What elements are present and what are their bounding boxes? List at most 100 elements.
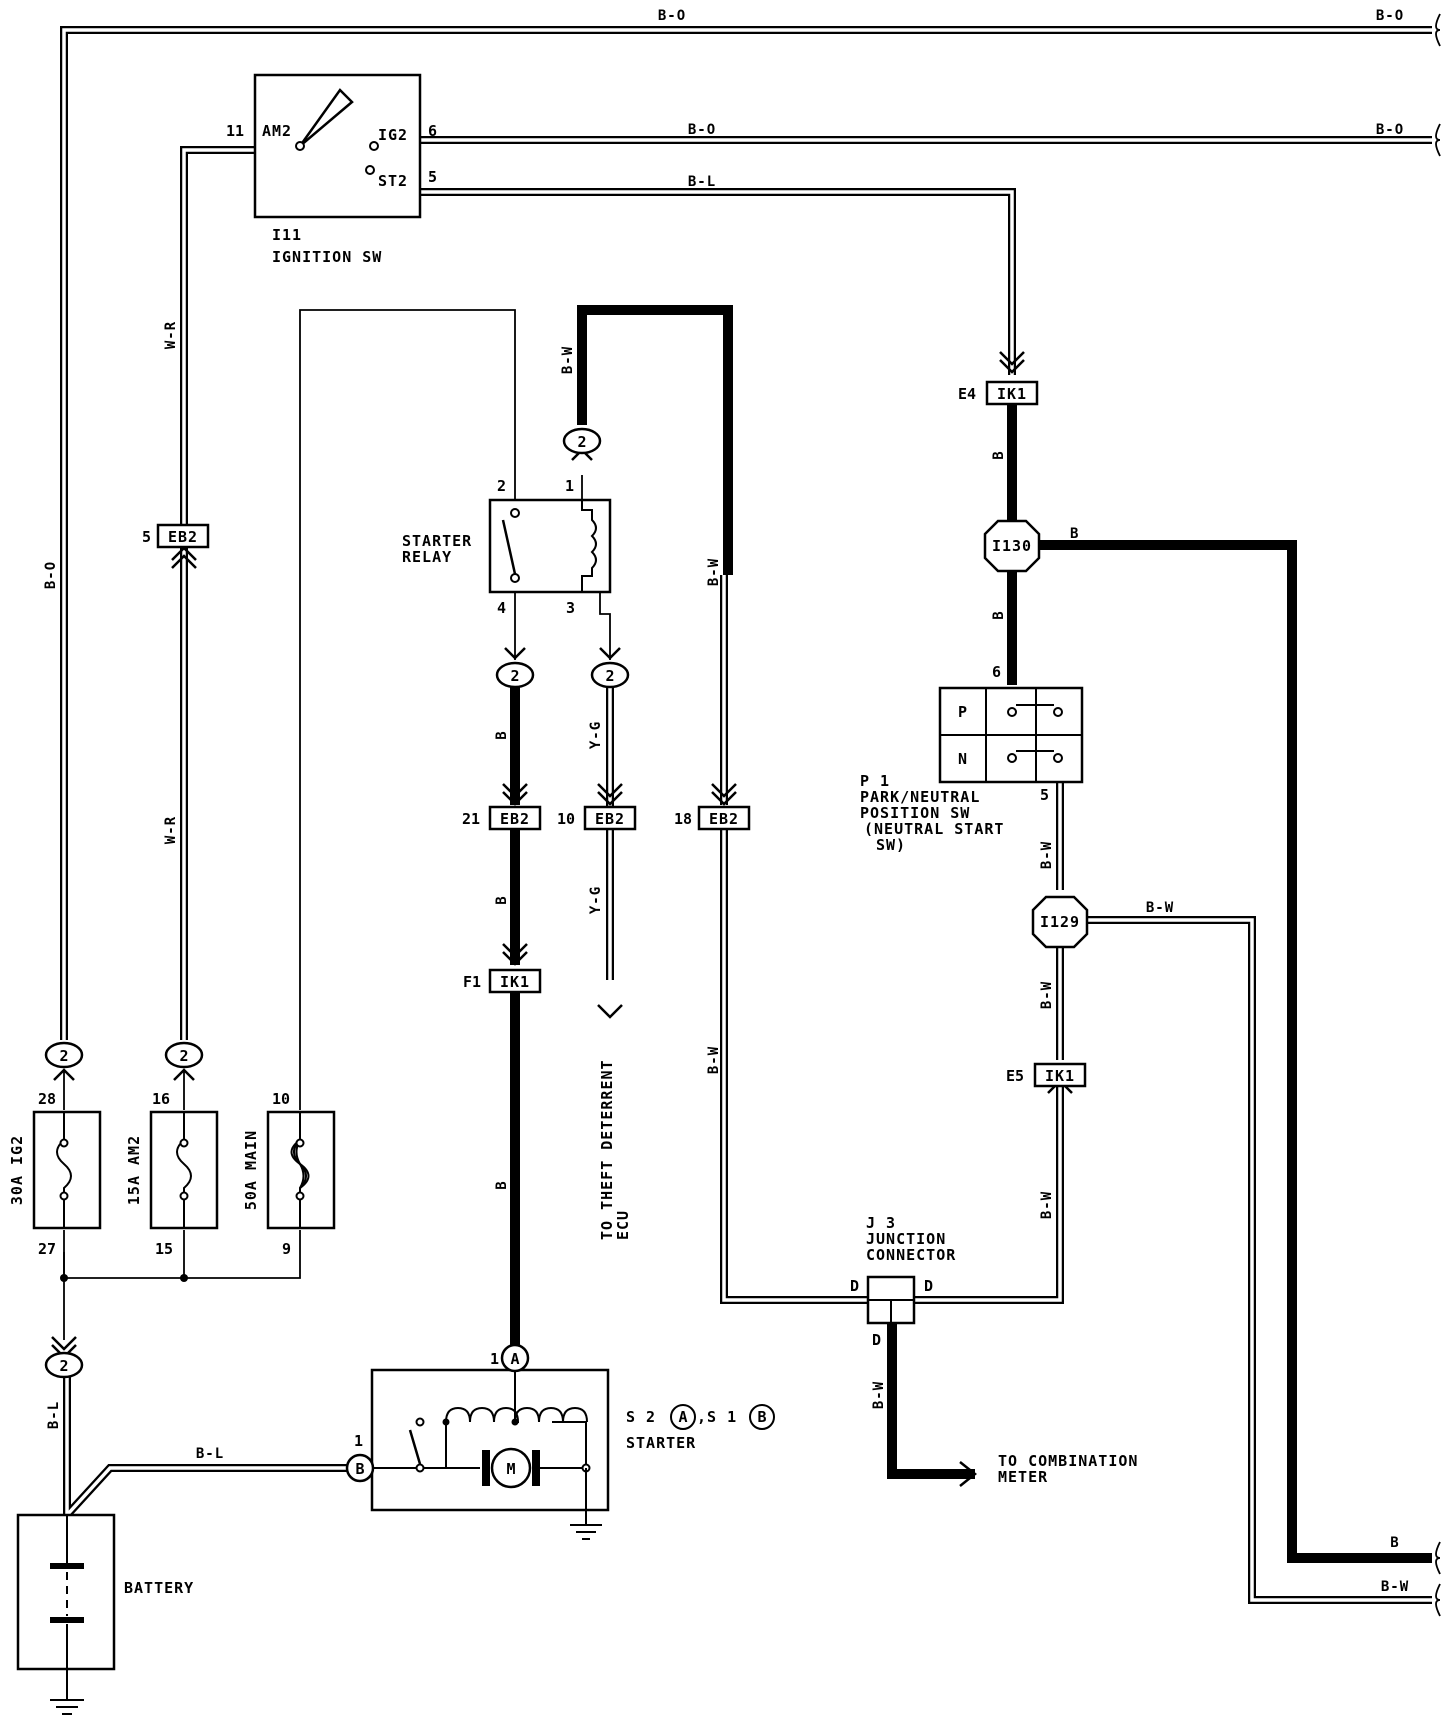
- wire-label-b-end: B: [1390, 1535, 1399, 1551]
- wire-label-b-w-end: B-W: [1381, 1579, 1409, 1595]
- wire-label-b-l-vertical: B-L: [46, 1401, 62, 1429]
- svg-text:2: 2: [59, 1047, 68, 1065]
- connector-2-fuse-am2: 2: [164, 1041, 204, 1069]
- connector-2-relay-pin3: 2: [590, 661, 630, 689]
- thick-wires: [510, 305, 1432, 1563]
- wire-label-b-i130: B: [1070, 526, 1079, 542]
- wire-label-b-w-pn: B-W: [1039, 841, 1055, 869]
- junction-code: J 3: [866, 1214, 896, 1232]
- connector-i130: I130: [983, 519, 1041, 573]
- svg-text:IK1: IK1: [1045, 1067, 1075, 1085]
- svg-text:2: 2: [577, 433, 586, 451]
- wire-label-b-o-top-end: B-O: [1376, 8, 1404, 24]
- ignition-switch-code: I11: [272, 226, 302, 244]
- svg-text:IK1: IK1: [500, 973, 530, 991]
- connector-2-relay-pin4: 2: [495, 661, 535, 689]
- relay-coil: [581, 500, 597, 592]
- relay-pin-4: 4: [497, 599, 506, 617]
- wire-ends: [1435, 13, 1441, 1617]
- park-neutral-switch: P N 6 5 P 1 PARK/NEUTRAL POSITION SW (NE…: [860, 663, 1084, 854]
- connector-2-battery: 2: [44, 1351, 84, 1379]
- octagon-connectors: I130 I129: [983, 519, 1089, 949]
- wire-label-b-w-e5: B-W: [1039, 1191, 1055, 1219]
- park-neutral-n: N: [958, 750, 968, 768]
- fuse-30a-ig2: 28 27 30A IG2: [8, 1090, 102, 1258]
- battery: BATTERY: [16, 1513, 194, 1715]
- fuse-15a-am2: 16 15 15A AM2: [125, 1090, 219, 1258]
- wire-label-b-w-relay: B-W: [560, 346, 576, 374]
- junction-connector: D D D J 3 JUNCTION CONNECTOR: [850, 1214, 955, 1349]
- double-wires: [60, 26, 1432, 1604]
- wire-label-b-w-low: B-W: [706, 1046, 722, 1074]
- starter-relay-name-2: RELAY: [402, 548, 452, 566]
- starter-relay-name-1: STARTER: [402, 532, 472, 550]
- starter-code: S 2: [626, 1408, 656, 1426]
- wire-label-b-2: B: [494, 895, 510, 904]
- theft-deterrent-line1: TO THEFT DETERRENT: [598, 1059, 616, 1240]
- svg-text:28: 28: [38, 1090, 56, 1108]
- svg-text:E5: E5: [1006, 1067, 1024, 1085]
- svg-text:2: 2: [605, 667, 614, 685]
- svg-text:27: 27: [38, 1240, 56, 1258]
- wire-label-y-g-1: Y-G: [588, 721, 604, 749]
- theft-deterrent-line2: ECU: [614, 1210, 632, 1240]
- wire-label-b-w-i129: B-W: [1146, 900, 1174, 916]
- starter-pin-1-b: 1: [354, 1432, 363, 1450]
- ignition-switch: 11 AM2 IG2 ST2 6 5 I11 IGNITION SW: [226, 73, 437, 266]
- svg-text:15: 15: [155, 1240, 173, 1258]
- wire-label-b-i130: B: [991, 610, 1007, 619]
- wire-label-b-l-st2: B-L: [688, 174, 716, 190]
- park-neutral-line3: (NEUTRAL START: [864, 820, 1004, 838]
- svg-text:EB2: EB2: [595, 810, 625, 828]
- svg-text:10: 10: [272, 1090, 290, 1108]
- wire-label-w-r-upper: W-R: [163, 321, 179, 349]
- junction-pin-d-bottom: D: [872, 1331, 881, 1349]
- connector-i129: I129: [1031, 895, 1089, 949]
- wire-label-w-r-lower: W-R: [163, 816, 179, 844]
- ignition-pin-11: 11: [226, 122, 244, 140]
- splice-dot-fuse-ig2: [60, 1274, 68, 1282]
- svg-text:5: 5: [142, 528, 151, 546]
- park-neutral-line4: SW): [876, 836, 906, 854]
- svg-text:B: B: [355, 1460, 364, 1478]
- starter: A 1 B 1 M S 2 A ,S 1 B STARTER: [345, 1343, 775, 1540]
- starter-pin-1-a: 1: [490, 1350, 499, 1368]
- svg-text:I129: I129: [1040, 913, 1080, 931]
- connector-2-relay-top: 2: [562, 427, 602, 455]
- svg-text:A: A: [510, 1350, 519, 1368]
- svg-text:EB2: EB2: [500, 810, 530, 828]
- connector-ik1-f1: IK1 F1: [463, 968, 542, 994]
- thin-wires: [63, 182, 611, 1340]
- park-neutral-code: P 1: [860, 772, 890, 790]
- battery-name: BATTERY: [124, 1579, 194, 1597]
- destinations: TO THEFT DETERRENT ECU TO COMBINATION ME…: [598, 1059, 1137, 1486]
- connector-eb2-21: EB2 21: [462, 805, 542, 831]
- connector-eb2-10: EB2 10: [557, 805, 637, 831]
- svg-text:50A MAIN: 50A MAIN: [242, 1130, 260, 1210]
- ignition-terminal-ig2: IG2: [378, 126, 408, 144]
- ignition-pin-5: 5: [428, 168, 437, 186]
- svg-text:15A AM2: 15A AM2: [125, 1135, 143, 1205]
- wire-label-b-o-ig2: B-O: [688, 122, 716, 138]
- ignition-pin-6: 6: [428, 122, 437, 140]
- wire-label-b-l-battery: B-L: [196, 1446, 224, 1462]
- relay-pin-2: 2: [497, 477, 506, 495]
- splice-dot-fuse-am2: [180, 1274, 188, 1282]
- park-neutral-pin-5: 5: [1040, 786, 1049, 804]
- svg-text:I130: I130: [992, 537, 1032, 555]
- svg-text:2: 2: [179, 1047, 188, 1065]
- svg-text:F1: F1: [463, 973, 481, 991]
- relay-pin-3: 3: [566, 599, 575, 617]
- wire-label-y-g-2: Y-G: [588, 886, 604, 914]
- starter-code-b: B: [757, 1408, 766, 1426]
- junction-pin-d-right: D: [924, 1277, 933, 1295]
- wire-label-b-3: B: [494, 1180, 510, 1189]
- svg-text:EB2: EB2: [168, 528, 198, 546]
- connector-eb2-left: EB2 5: [142, 523, 210, 549]
- wire-label-b-w-j3: B-W: [871, 1381, 887, 1409]
- svg-text:EB2: EB2: [709, 810, 739, 828]
- wire-label-b-1: B: [494, 730, 510, 739]
- connector-ik1-e5: IK1 E5: [1006, 1062, 1087, 1088]
- relay-pin-1: 1: [565, 477, 574, 495]
- park-neutral-p: P: [958, 703, 968, 721]
